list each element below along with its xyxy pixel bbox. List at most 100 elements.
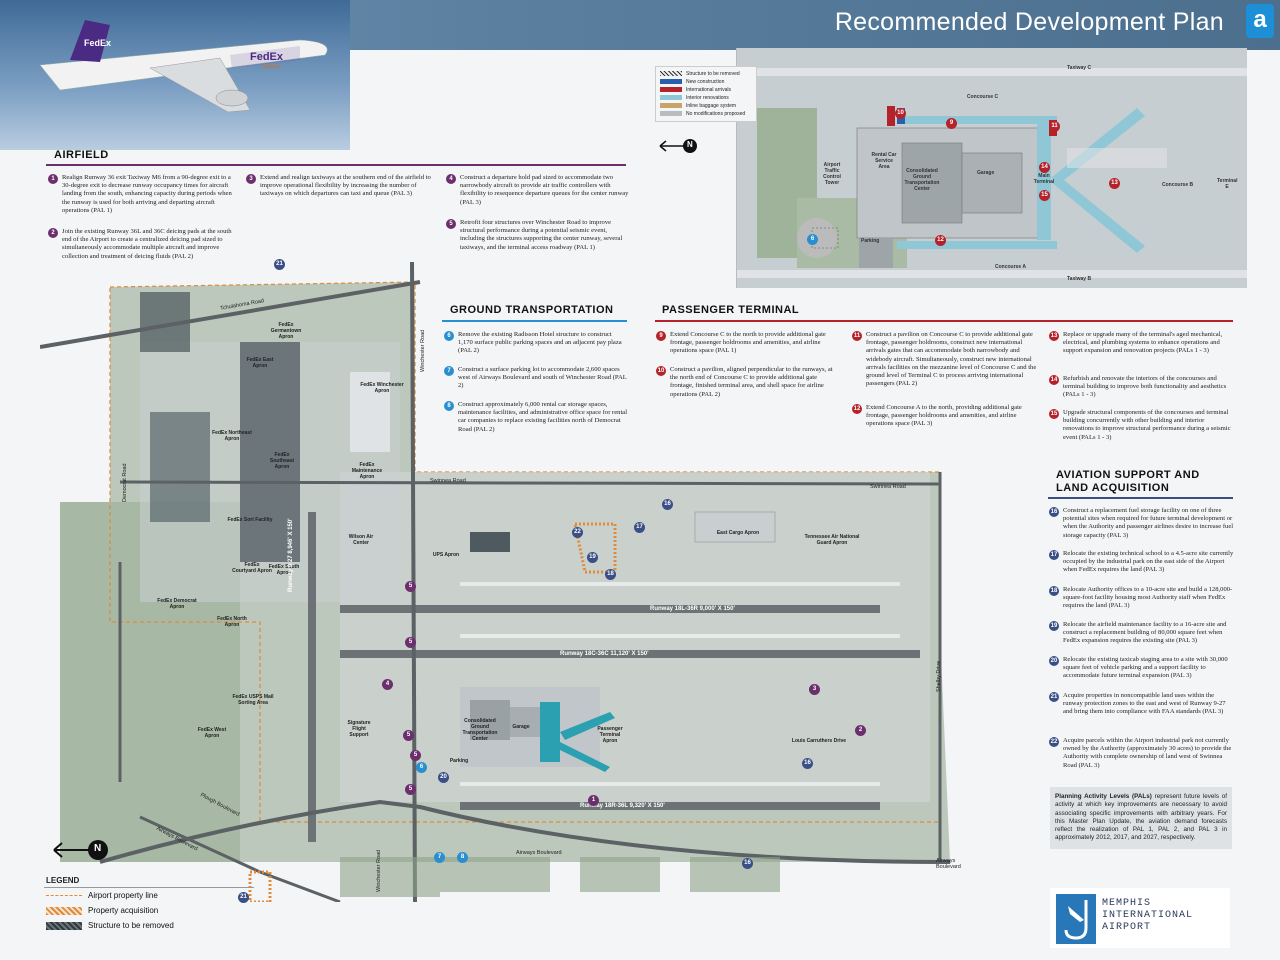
- body-logo-sub: Express: [262, 64, 281, 70]
- label-runway-18l: Runway 18L-36R 9,000' X 150': [650, 606, 735, 612]
- map-marker[interactable]: 19: [587, 552, 598, 563]
- map-marker[interactable]: 16: [802, 758, 813, 769]
- map-marker[interactable]: 21: [274, 259, 285, 270]
- inset-label-rental: Rental Car Service Area: [871, 152, 897, 170]
- road-label-shelby: Shelby Drive: [936, 660, 942, 692]
- logo-text: MEMPHIS INTERNATIONAL AIRPORT: [1102, 898, 1193, 934]
- logo-line1: MEMPHIS: [1102, 898, 1152, 909]
- inset-marker[interactable]: 10: [895, 108, 906, 119]
- app-badge-icon[interactable]: a: [1246, 4, 1274, 38]
- map-marker[interactable]: 16: [742, 858, 753, 869]
- label-runway-18c: Runway 18C-36C 11,120' X 150': [560, 651, 649, 657]
- item-text: Extend Concourse A to the north, providi…: [866, 404, 1022, 428]
- map-marker[interactable]: 5: [405, 637, 416, 648]
- label-cgtc: Consolidated Ground Transportation Cente…: [462, 718, 498, 742]
- label-tn-air: Tennessee Air National Guard Apron: [804, 534, 860, 546]
- item-number: 9: [656, 331, 666, 341]
- label-east-cargo: East Cargo Apron: [716, 530, 760, 536]
- item-text: Acquire parcels within the Airport indus…: [1063, 737, 1232, 769]
- item-number: 14: [1049, 375, 1059, 385]
- inset-marker[interactable]: 14: [1039, 162, 1050, 173]
- item-text: Relocate Authority offices to a 10-acre …: [1063, 586, 1233, 610]
- legend-swatch: [660, 95, 682, 101]
- inset-marker[interactable]: 13: [1109, 178, 1120, 189]
- inset-legend-row: Interior renovations: [660, 94, 752, 102]
- plane-illustration: FedEx FedEx Express: [39, 20, 328, 113]
- item-number: 3: [246, 174, 256, 184]
- terminal-title: PASSENGER TERMINAL: [662, 304, 800, 316]
- item-text: Extend Concourse C to the north to provi…: [670, 331, 826, 355]
- north-arrow-icon: [53, 840, 108, 860]
- map-marker[interactable]: 1: [588, 795, 599, 806]
- inset-marker[interactable]: 9: [946, 118, 957, 129]
- inset-marker[interactable]: 12: [935, 235, 946, 246]
- map-marker[interactable]: 5: [403, 730, 414, 741]
- inset-label-main-terminal: Main Terminal: [1033, 173, 1055, 185]
- map-marker[interactable]: 18: [605, 569, 616, 580]
- item-text: Relocate the existing technical school t…: [1063, 550, 1234, 574]
- label-fedex-democrat: FedEx Democrat Apron: [157, 598, 197, 610]
- label-garage: Garage: [512, 724, 530, 730]
- label-terminal-apron: Passenger Terminal Apron: [597, 726, 623, 744]
- map-marker[interactable]: 20: [438, 772, 449, 783]
- legend-row: Structure to be removed: [46, 921, 174, 930]
- map-marker[interactable]: 8: [457, 852, 468, 863]
- airport-map-drawing: [39, 261, 951, 904]
- item-text: Construct a departure hold pad sized to …: [460, 174, 629, 206]
- map-marker[interactable]: 2: [855, 725, 866, 736]
- label-fedex-south: FedEx South Apron: [268, 564, 300, 576]
- item-number: 5: [446, 219, 456, 229]
- map-marker[interactable]: 6: [416, 762, 427, 773]
- inset-label-taxiway-c: Taxiway C: [1067, 65, 1092, 71]
- item-text: Replace or upgrade many of the terminal'…: [1063, 331, 1223, 355]
- map-marker[interactable]: 16: [662, 499, 673, 510]
- item-text: Retrofit four structures over Winchester…: [460, 219, 623, 251]
- label-signature: Signature Flight Support: [347, 720, 371, 738]
- ground-divider: [442, 320, 627, 322]
- aviation-divider: [1048, 497, 1233, 499]
- inset-legend-row: Inline baggage system: [660, 102, 752, 110]
- label-louis: Louis Carruthers Drive: [791, 738, 847, 744]
- north-arrow-icon: [659, 139, 697, 153]
- label-parking: Parking: [449, 758, 469, 764]
- inset-label-taxiway-b: Taxiway B: [1067, 276, 1092, 282]
- item-number: 1: [48, 174, 58, 184]
- legend-divider: [44, 887, 254, 888]
- legend-label: Structure to be removed: [686, 71, 740, 77]
- item-text: Relocate the existing taxicab staging ar…: [1063, 656, 1228, 680]
- inset-label-garage: Garage: [977, 170, 995, 176]
- map-marker[interactable]: 4: [382, 679, 393, 690]
- map-marker[interactable]: 5: [410, 750, 421, 761]
- map-marker[interactable]: 7: [434, 852, 445, 863]
- item-text: Refurbish and renovate the interiors of …: [1063, 375, 1227, 399]
- map-marker[interactable]: 5: [405, 784, 416, 795]
- inset-legend-row: Structure to be removed: [660, 70, 752, 78]
- map-marker[interactable]: 5: [405, 581, 416, 592]
- legend-label: International arrivals: [686, 87, 732, 93]
- item-text: Acquire properties in noncompatible land…: [1063, 692, 1226, 716]
- map-marker[interactable]: 21: [238, 892, 249, 903]
- road-label-winchester-s: Winchester Road: [376, 849, 382, 892]
- inset-marker[interactable]: 15: [1039, 190, 1050, 201]
- label-wilson: Wilson Air Center: [348, 534, 374, 546]
- inset-marker[interactable]: 11: [1049, 121, 1060, 132]
- map-marker[interactable]: 17: [634, 522, 645, 533]
- road-label-democrat: Democrat Road: [122, 463, 128, 502]
- map-marker[interactable]: 22: [572, 527, 583, 538]
- terminal-divider: [655, 320, 1233, 322]
- label-fedex-winchester: FedEx Winchester Apron: [360, 382, 404, 394]
- inset-marker[interactable]: 6: [807, 234, 818, 245]
- map-marker[interactable]: 3: [809, 684, 820, 695]
- item-text: Construct a pavilion, aligned perpendicu…: [670, 366, 833, 398]
